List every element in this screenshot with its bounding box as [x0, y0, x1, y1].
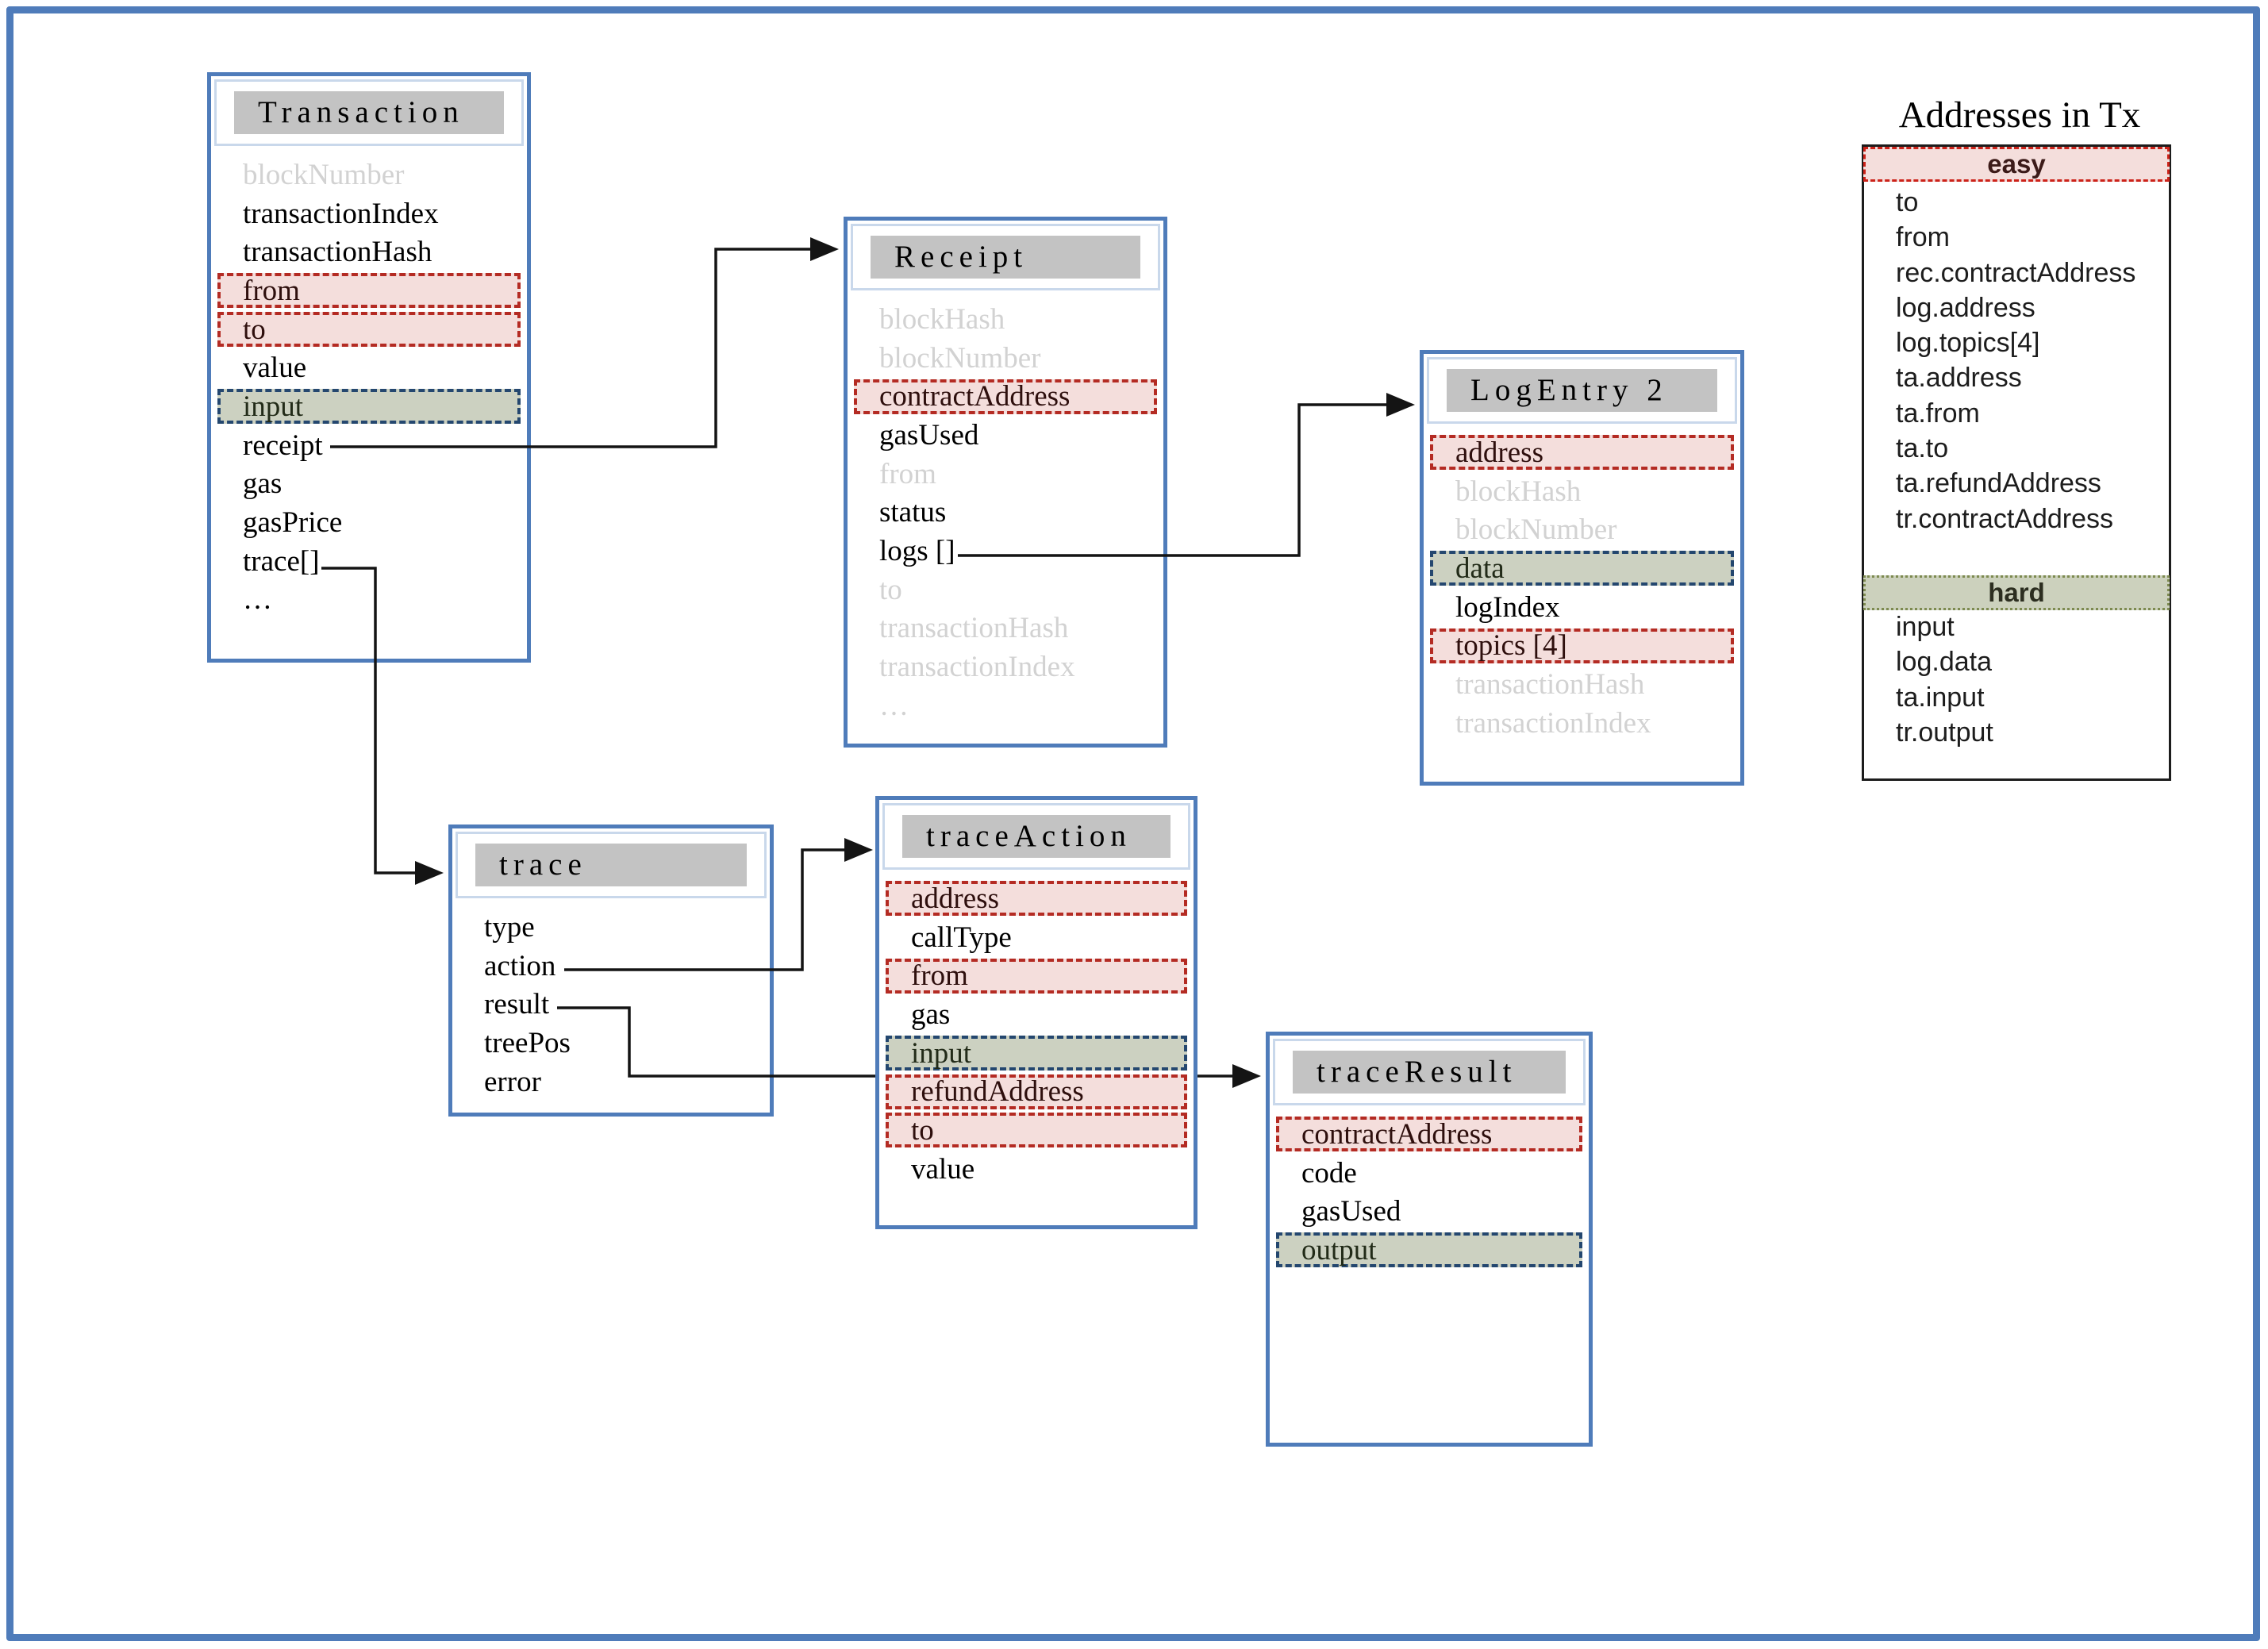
legend-item: ta.to	[1896, 433, 1949, 464]
legend-item: log.address	[1896, 292, 2035, 323]
field-transaction-transactionindex: transactionIndex	[243, 197, 439, 230]
field-traceaction-calltype: callType	[911, 921, 1012, 954]
field-logentry-transactionindex: transactionIndex	[1455, 706, 1651, 740]
legend-box: easy to from rec.contractAddress log.add…	[1862, 144, 2171, 781]
trace-fields: type action result treePos error	[452, 898, 770, 1101]
field-trace-action: action	[484, 949, 556, 982]
field-receipt-gasused: gasUsed	[879, 418, 979, 452]
transaction-title: Transaction	[234, 91, 504, 134]
legend-easy-list: to from rec.contractAddress log.address …	[1896, 185, 2162, 536]
legend-item: tr.contractAddress	[1896, 503, 2114, 534]
field-receipt-status: status	[879, 496, 947, 529]
traceresult-fields: contractAddress code gasUsed output	[1270, 1105, 1589, 1270]
field-traceresult-contractaddress: contractAddress	[1270, 1115, 1589, 1154]
legend-item: ta.from	[1896, 398, 1980, 429]
field-transaction-ellipsis: …	[243, 583, 272, 617]
traceaction-box: traceAction address callType from gas in…	[875, 796, 1197, 1229]
legend-item: to	[1896, 187, 1919, 217]
receipt-title: Receipt	[871, 236, 1140, 279]
connector-logs-to-logentry-box	[958, 393, 1415, 557]
connector-trace-array-to-trace-box	[321, 567, 444, 885]
traceresult-title: traceResult	[1293, 1051, 1566, 1094]
traceaction-title: traceAction	[902, 815, 1171, 858]
field-trace-treepos: treePos	[484, 1026, 571, 1059]
legend-item: ta.input	[1896, 682, 1985, 713]
field-logentry-data: data	[1424, 549, 1740, 588]
field-trace-type: type	[484, 910, 535, 944]
receipt-box: Receipt blockHash blockNumber contractAd…	[844, 217, 1167, 748]
field-logentry-blocknumber: blockNumber	[1455, 513, 1617, 547]
receipt-header: Receipt	[851, 224, 1160, 290]
field-logentry-blockhash: blockHash	[1455, 475, 1582, 508]
traceresult-header: traceResult	[1273, 1039, 1586, 1105]
field-transaction-gasprice: gasPrice	[243, 506, 343, 540]
field-receipt-logs: logs []	[879, 534, 955, 567]
legend-item: rec.contractAddress	[1896, 257, 2136, 288]
field-receipt-to: to	[879, 573, 902, 606]
field-traceaction-value: value	[911, 1152, 975, 1186]
connector-action-to-traceaction-box	[564, 838, 873, 971]
transaction-fields: blockNumber transactionIndex transaction…	[211, 146, 527, 619]
field-traceresult-gasused: gasUsed	[1301, 1195, 1401, 1228]
field-transaction-value: value	[243, 352, 307, 385]
trace-header: trace	[456, 832, 767, 898]
field-traceaction-input: input	[879, 1034, 1194, 1073]
field-transaction-gas: gas	[243, 467, 283, 501]
legend-title: Addresses in Tx	[1898, 94, 2141, 136]
field-traceresult-output: output	[1270, 1231, 1589, 1270]
field-trace-error: error	[484, 1065, 541, 1098]
traceaction-header: traceAction	[882, 803, 1190, 870]
field-receipt-from: from	[879, 457, 936, 490]
logentry-box: LogEntry 2 address blockHash blockNumber…	[1420, 350, 1744, 786]
legend-item: log.data	[1896, 647, 1992, 678]
outer-frame	[6, 6, 2260, 1641]
transaction-box: Transaction blockNumber transactionIndex…	[207, 72, 531, 663]
field-receipt-ellipsis: …	[879, 689, 909, 722]
field-traceaction-from: from	[879, 956, 1194, 995]
connector-receipt-to-receipt-box	[330, 237, 839, 448]
field-trace-result: result	[484, 988, 550, 1021]
legend-item: log.topics[4]	[1896, 328, 2040, 359]
field-traceresult-code: code	[1301, 1156, 1357, 1190]
field-transaction-trace-array: trace[]	[243, 544, 320, 578]
legend-hard-header: hard	[1863, 575, 2170, 610]
logentry-fields: address blockHash blockNumber data logIn…	[1424, 424, 1740, 743]
field-receipt-blocknumber: blockNumber	[879, 341, 1041, 375]
logentry-header: LogEntry 2	[1427, 357, 1737, 424]
legend-item: from	[1896, 222, 1950, 253]
field-logentry-topics: topics [4]	[1424, 626, 1740, 665]
legend-item: ta.address	[1896, 363, 2022, 394]
field-receipt-transactionhash: transactionHash	[879, 612, 1069, 645]
receipt-fields: blockHash blockNumber contractAddress ga…	[848, 290, 1163, 725]
traceaction-fields: address callType from gas input refundAd…	[879, 870, 1194, 1189]
field-receipt-contractaddress: contractAddress	[848, 377, 1163, 416]
field-transaction-blocknumber: blockNumber	[243, 158, 405, 191]
field-logentry-logindex: logIndex	[1455, 590, 1560, 624]
legend-item: tr.output	[1896, 717, 1993, 748]
field-logentry-address: address	[1424, 433, 1740, 472]
field-transaction-from: from	[211, 271, 527, 310]
field-traceaction-address: address	[879, 879, 1194, 918]
field-logentry-transactionhash: transactionHash	[1455, 667, 1645, 701]
legend-hard-list: input log.data ta.input tr.output	[1896, 609, 2162, 750]
field-transaction-transactionhash: transactionHash	[243, 236, 432, 269]
field-receipt-blockhash: blockHash	[879, 302, 1005, 336]
traceresult-box: traceResult contractAddress code gasUsed…	[1266, 1032, 1593, 1447]
logentry-title: LogEntry 2	[1447, 369, 1717, 412]
field-transaction-to: to	[211, 310, 527, 349]
field-traceaction-gas: gas	[911, 997, 951, 1031]
legend-item: ta.refundAddress	[1896, 468, 2101, 499]
transaction-header: Transaction	[214, 79, 524, 146]
field-transaction-receipt: receipt	[243, 429, 323, 462]
field-receipt-transactionindex: transactionIndex	[879, 651, 1075, 684]
field-transaction-input: input	[211, 387, 527, 426]
field-traceaction-to: to	[879, 1111, 1194, 1150]
trace-title: trace	[475, 844, 747, 886]
legend-easy-header: easy	[1863, 147, 2170, 182]
field-traceaction-refundaddress: refundAddress	[879, 1072, 1194, 1111]
legend-item: input	[1896, 612, 1955, 642]
